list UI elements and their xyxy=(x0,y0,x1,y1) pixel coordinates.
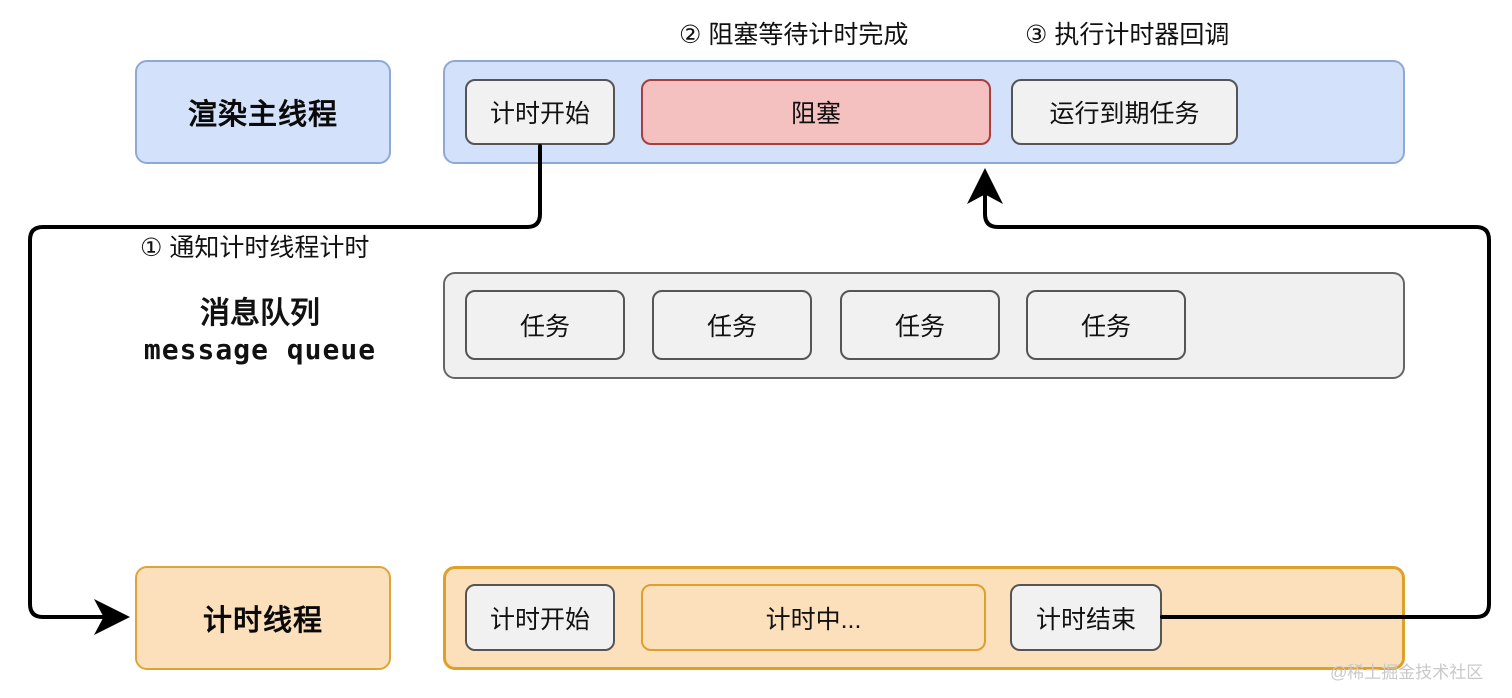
block-timing-start: 计时开始 xyxy=(465,584,615,651)
step-note-2: ② 阻塞等待计时完成 xyxy=(679,21,909,49)
lane-label-main-thread: 渲染主线程 xyxy=(135,60,391,164)
message-queue-title: 消息队列 message queue xyxy=(110,296,410,367)
watermark: @稀土掘金技术社区 xyxy=(1330,663,1484,682)
queue-task-3: 任务 xyxy=(840,290,1000,360)
block-blocked: 阻塞 xyxy=(641,79,991,145)
lane-label-timer-thread: 计时线程 xyxy=(135,566,391,670)
wire-notify-timer-thread xyxy=(28,144,542,635)
block-timer-start: 计时开始 xyxy=(465,79,615,145)
block-timing-end: 计时结束 xyxy=(1010,584,1162,651)
block-timing-running: 计时中... xyxy=(641,584,986,651)
step-note-1: ① 通知计时线程计时 xyxy=(140,234,370,262)
step-note-3: ③ 执行计时器回调 xyxy=(1025,21,1230,49)
queue-task-1: 任务 xyxy=(465,290,625,360)
queue-task-2: 任务 xyxy=(652,290,812,360)
block-run-expired-task: 运行到期任务 xyxy=(1011,79,1238,145)
message-queue-title-cn: 消息队列 xyxy=(200,297,320,330)
wire-timer-callback-return xyxy=(967,168,1491,619)
message-queue-title-en: message queue xyxy=(143,332,377,366)
queue-task-4: 任务 xyxy=(1026,290,1186,360)
